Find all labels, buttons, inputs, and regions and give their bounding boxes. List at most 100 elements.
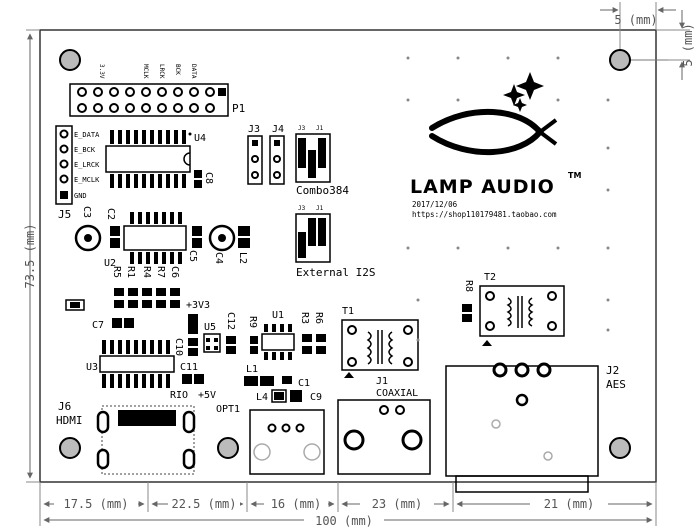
dimension-width: 100 (mm) — [43, 513, 653, 528]
p1-pin-label: LRCK — [158, 64, 165, 79]
brand-trademark: TM — [568, 171, 581, 180]
t1-label: T1 — [342, 306, 354, 317]
j5-pin-label: E_DATA — [74, 131, 100, 139]
mounting-hole — [59, 437, 81, 459]
c11-capacitor: C11 RIO +5V — [170, 362, 216, 401]
c5-label: C5 — [187, 250, 198, 262]
r5-label: R5 — [111, 266, 122, 278]
l4-label: L4 — [256, 392, 268, 403]
j5-pin-label: E_MCLK — [74, 176, 100, 184]
c3-label: C3 — [81, 206, 92, 218]
c3-capacitor: C3 — [74, 206, 102, 252]
u4-chip: U4 — [105, 130, 206, 188]
u3-chip: U3 — [86, 340, 175, 388]
rio-label: RIO — [170, 390, 188, 401]
test-pad — [65, 299, 85, 311]
p1-pin-label: DATA — [190, 64, 197, 79]
c2-label: C2 — [105, 208, 116, 220]
aes-label: AES — [606, 378, 626, 391]
coaxial-connector: J1 COAXIAL — [337, 376, 431, 475]
r3-label: R3 — [299, 312, 310, 324]
hdmi-connector: J6 HDMI — [56, 400, 196, 475]
height-label: 73.5 (mm) — [23, 223, 37, 288]
t1-transformer: T1 — [341, 306, 419, 378]
seg-label-4: 23 (mm) — [372, 497, 423, 511]
u1-chip: R9 U1 R3 R6 — [247, 310, 326, 360]
optical-connector — [249, 409, 325, 475]
fish-logo-icon — [429, 72, 558, 155]
combo384-selector: J3 J1 Combo384 — [295, 125, 349, 197]
c5-capacitor: C5 — [187, 226, 202, 262]
t2-label: T2 — [484, 272, 496, 283]
u5-label: U5 — [204, 322, 216, 333]
j6-label: J6 — [58, 400, 71, 413]
aes-xlr-connector: J2 AES — [445, 362, 626, 493]
seg-label-5: 21 (mm) — [544, 497, 595, 511]
combo-j3-label: J3 — [298, 125, 306, 132]
j5-pin-label: E_LRCK — [74, 161, 100, 169]
dimension-hole: 5 (mm) 5 (mm) — [600, 2, 695, 80]
j5-pin-label: E_BCK — [74, 146, 96, 154]
external-i2s-selector: J3 J1 External I2S — [295, 205, 375, 279]
v3v3-label: +3V3 — [186, 300, 210, 311]
r1-label: R1 — [125, 266, 136, 278]
external-label: External I2S — [296, 266, 375, 279]
c7-label: C7 — [92, 320, 104, 331]
j5-pin-label: GND — [74, 192, 87, 200]
dimension-segments: 17.5 (mm) 22.5 (mm) 16 (mm) 23 (mm) 21 (… — [39, 482, 657, 526]
combo-label: Combo384 — [296, 184, 349, 197]
seg-label-2: 22.5 (mm) — [171, 497, 236, 511]
p1-pin-label: BCK — [174, 64, 181, 75]
opt1-label: OPT1 — [216, 404, 240, 415]
j5-header: E_DATA E_BCK E_LRCK E_MCLK GND J5 — [55, 125, 100, 221]
r9-label: R9 — [247, 316, 258, 328]
hole-y-label: 5 (mm) — [681, 23, 695, 66]
p1-header: P1 3.3V MCLK LRCK BCK DATA — [69, 64, 245, 117]
j3-label: J3 — [248, 124, 260, 135]
u2-label: U2 — [104, 258, 116, 269]
mounting-hole — [609, 437, 631, 459]
c7-capacitor: C7 — [92, 318, 134, 331]
c11-label: C11 — [180, 362, 198, 373]
r8-resistor: R8 — [462, 280, 474, 322]
c2-capacitor: C2 — [105, 208, 120, 248]
v5-label: +5V — [198, 390, 216, 401]
seg-label-3: 16 (mm) — [271, 497, 322, 511]
u5-regulator: U5 C12 C10 — [173, 312, 236, 356]
brand-name: LAMP AUDIO — [410, 176, 555, 198]
width-label: 100 (mm) — [315, 514, 373, 528]
brand-url: https://shop110179481.taobao.com — [412, 210, 557, 219]
j1-label: J1 — [376, 376, 388, 387]
j3-j4-jumpers: J3 J4 — [247, 124, 285, 185]
j4-label: J4 — [272, 124, 284, 135]
r6-label: R6 — [313, 312, 324, 324]
via-dots — [406, 56, 610, 342]
p1-label: P1 — [232, 102, 245, 115]
mounting-hole — [217, 437, 239, 459]
c8-capacitor: C8 — [194, 170, 214, 188]
mounting-hole — [59, 49, 81, 71]
j2-label: J2 — [606, 364, 619, 377]
p1-pin-label: MCLK — [142, 64, 149, 79]
c9-label: C9 — [310, 392, 322, 403]
c8-label: C8 — [203, 172, 214, 184]
resistor-bank: R5 R1 R4 R7 C6 +3V3 — [111, 266, 210, 311]
u3-label: U3 — [86, 362, 98, 373]
r8-label: R8 — [463, 280, 474, 292]
c4-label: C4 — [213, 252, 224, 264]
mounting-hole — [609, 49, 631, 71]
coaxial-label: COAXIAL — [376, 388, 418, 399]
c12-label: C12 — [225, 312, 236, 330]
t2-transformer: T2 — [479, 272, 565, 346]
l2-label: L2 — [237, 252, 248, 264]
seg-label-1: 17.5 (mm) — [63, 497, 128, 511]
dimension-height: 73.5 (mm) — [23, 29, 40, 483]
j5-label: J5 — [58, 208, 71, 221]
l1-c1-group: L1 C1 L4 C9 OPT1 — [216, 364, 322, 415]
mounting-holes — [59, 49, 631, 459]
r4-label: R4 — [141, 266, 152, 278]
c1-label: C1 — [298, 378, 310, 389]
hole-x-label: 5 (mm) — [614, 13, 657, 27]
u2-chip: U2 — [104, 212, 187, 269]
